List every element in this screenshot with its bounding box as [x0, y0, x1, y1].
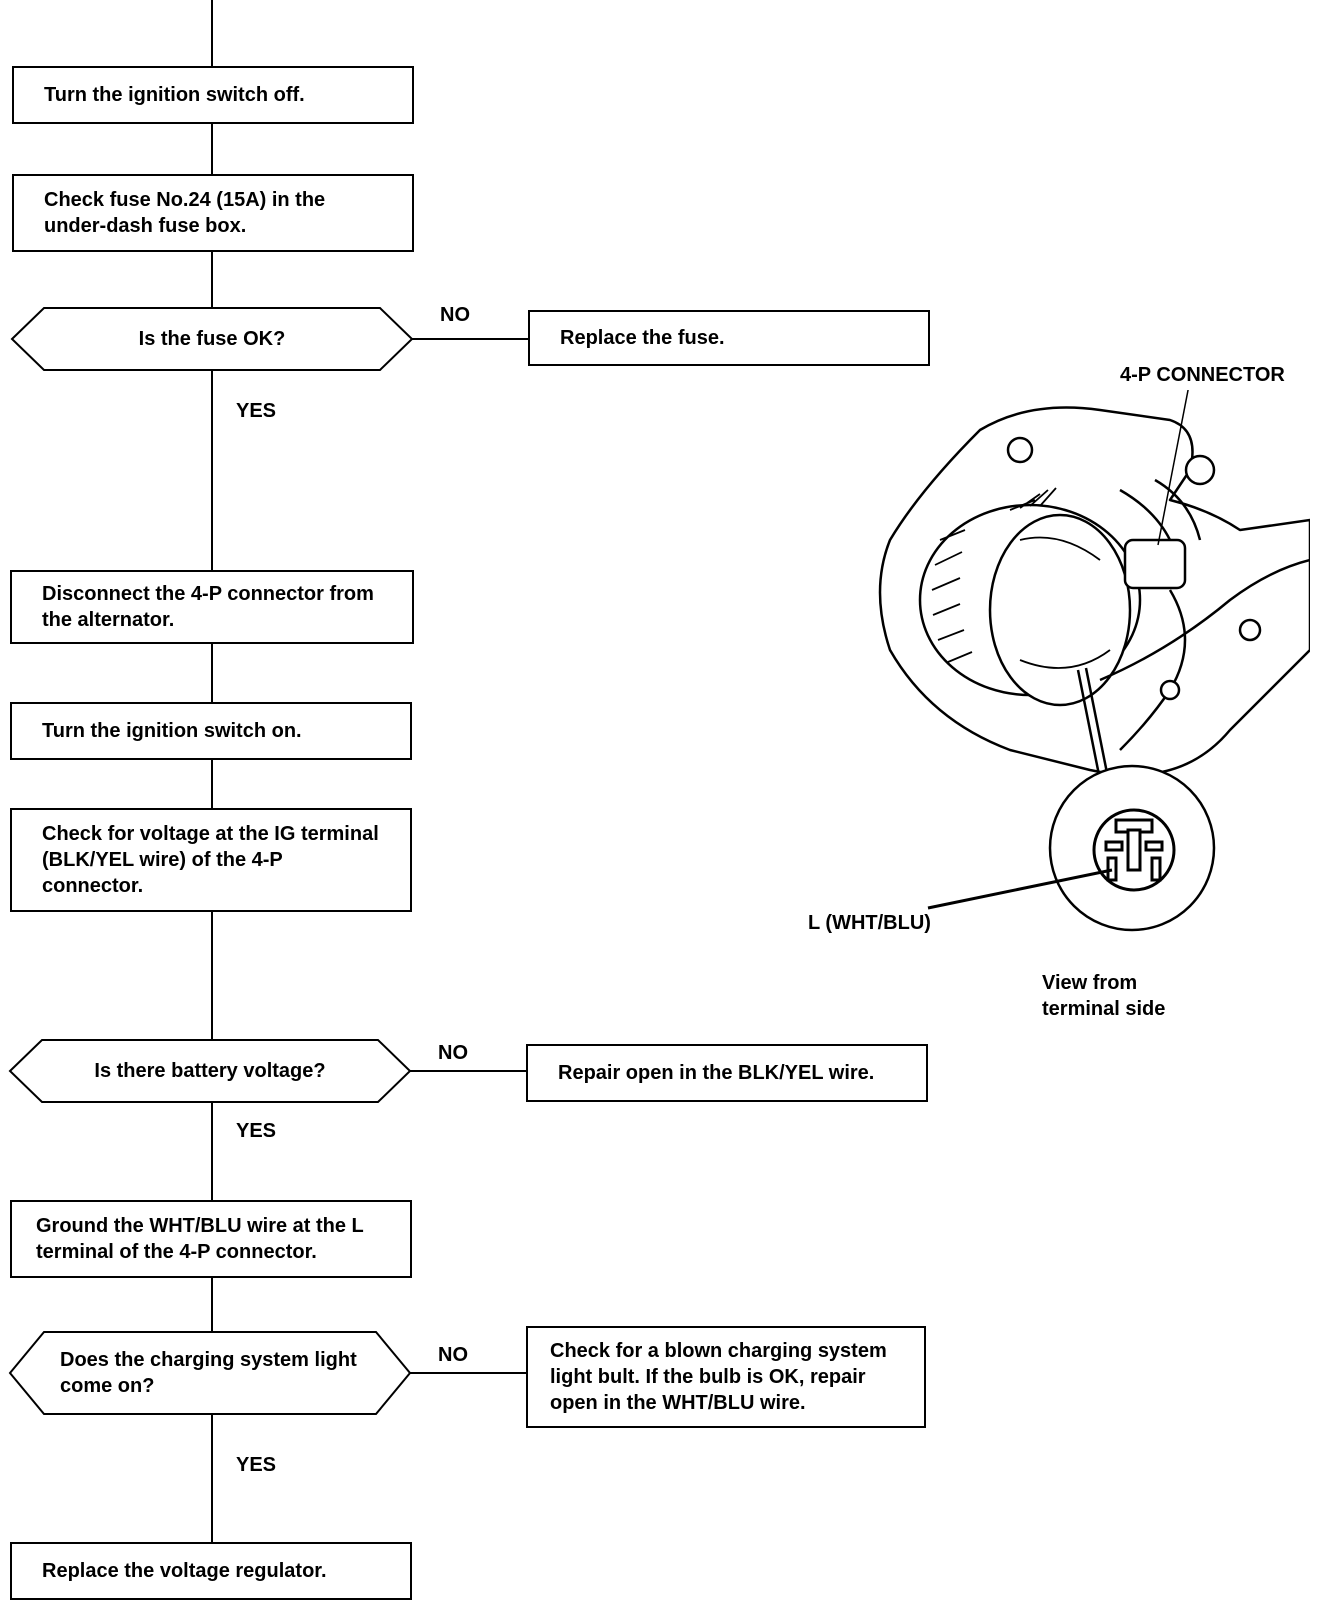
terminal-pointer-line [927, 868, 1113, 910]
step-check-voltage-text: Check for voltage at the IG terminal (BL… [42, 823, 379, 897]
step-ignition-off: Turn the ignition switch off. [12, 66, 414, 124]
decision-diamond-light [8, 1331, 412, 1415]
yes-label-light: YES [236, 1454, 277, 1476]
action-replace-fuse: Replace the fuse. [528, 310, 930, 366]
step-ignition-off-text: Turn the ignition switch off. [44, 84, 305, 106]
view-caption: View from terminal side [1042, 972, 1166, 1020]
step-check-voltage: Check for voltage at the IG terminal (BL… [10, 808, 412, 912]
action-check-bulb: Check for a blown charging system light … [526, 1326, 926, 1428]
step-ignition-on-text: Turn the ignition switch on. [42, 720, 302, 742]
alternator-rear-cover [988, 513, 1132, 707]
decision-fuse-ok: Is the fuse OK? [138, 328, 286, 350]
step-ground-wire: Ground the WHT/BLU wire at the L termina… [10, 1200, 412, 1278]
yes-label-voltage: YES [236, 1120, 277, 1142]
no-label-light: NO [438, 1344, 468, 1366]
step-replace-regulator: Replace the voltage regulator. [10, 1542, 412, 1600]
no-label-voltage: NO [438, 1042, 468, 1064]
yes-label-fuse: YES [236, 400, 277, 422]
action-repair-blk-yel: Repair open in the BLK/YEL wire. [526, 1044, 928, 1102]
wire-harness-lower [1099, 558, 1310, 682]
step-check-fuse-text: Check fuse No.24 (15A) in the under-dash… [44, 189, 326, 237]
decision-battery-voltage: Is there battery voltage? [94, 1060, 326, 1082]
step-replace-regulator-text: Replace the voltage regulator. [42, 1560, 327, 1582]
terminal-label: L (WHT/BLU) [808, 912, 931, 934]
connector-label: 4-P CONNECTOR [1120, 364, 1285, 386]
connector-body [1123, 538, 1187, 590]
step-disconnect: Disconnect the 4-P connector from the al… [10, 570, 414, 644]
step-ignition-on: Turn the ignition switch on. [10, 702, 412, 760]
action-repair-blk-yel-text: Repair open in the BLK/YEL wire. [558, 1062, 875, 1084]
terminal-pins [1092, 808, 1176, 892]
no-label-fuse: NO [440, 304, 470, 326]
decision-diamond-voltage [8, 1039, 412, 1103]
step-check-fuse: Check fuse No.24 (15A) in the under-dash… [12, 174, 414, 252]
step-disconnect-text: Disconnect the 4-P connector from the al… [42, 583, 374, 631]
decision-diamond-fuse [10, 307, 414, 371]
action-replace-fuse-text: Replace the fuse. [560, 327, 725, 349]
decision-light-on: Does the charging system light come on? [60, 1349, 357, 1397]
connector-leader-line [1157, 390, 1189, 546]
action-check-bulb-text: Check for a blown charging system light … [550, 1340, 887, 1414]
alternator-connector-illustration [878, 390, 1310, 932]
step-ground-wire-text: Ground the WHT/BLU wire at the L termina… [36, 1215, 364, 1263]
